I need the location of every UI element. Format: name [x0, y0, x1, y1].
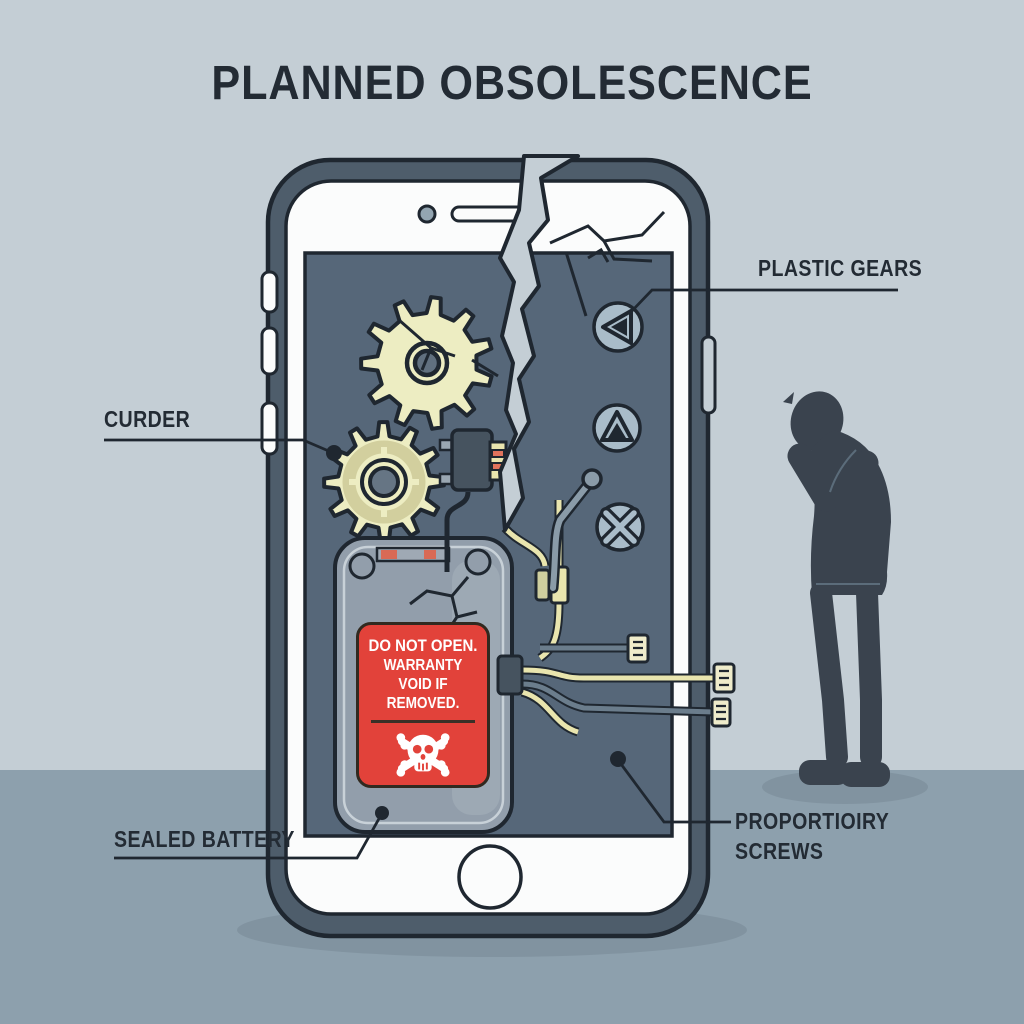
triangle-up-screw	[592, 403, 642, 453]
side-button-3	[260, 401, 279, 456]
person-front-foot	[799, 760, 849, 785]
antenna-rod	[547, 468, 603, 594]
person-arm-line	[829, 449, 857, 493]
side-button-1	[260, 270, 279, 314]
screen-crack	[498, 154, 666, 532]
leader-dot-sealed-battery	[375, 806, 389, 820]
callout-label-proprietary-line1: PROPORTIOIRY	[735, 808, 890, 834]
chip-pin-1	[491, 449, 505, 458]
small-gear-spokes	[349, 447, 419, 517]
callout-label-proprietary-line2: SCREWS	[735, 838, 824, 864]
page-title: PLANNED OBSOLESCENCE	[211, 57, 813, 110]
person-arm	[787, 443, 879, 512]
chip-tab-bottom	[438, 472, 454, 486]
crack-branch-lines	[549, 210, 666, 317]
battery-strip-cell-1	[381, 550, 397, 559]
battery-crack	[409, 576, 478, 633]
callout-label-proprietary-screws: PROPORTIOIRY SCREWS	[735, 806, 889, 866]
chip-tab-top	[438, 438, 454, 452]
person-hair	[783, 392, 794, 404]
cross-screw	[595, 502, 645, 552]
leader-lines	[104, 288, 898, 860]
sticker-divider	[371, 720, 475, 724]
facepalming-person-silhouette	[783, 391, 891, 787]
front-camera	[417, 204, 437, 224]
power-button	[700, 335, 717, 415]
person-back-foot	[840, 762, 890, 787]
wire-end-connector-3	[710, 697, 732, 728]
callout-label-curder: CURDER	[104, 406, 191, 432]
home-button	[457, 844, 523, 910]
crack-gap	[498, 154, 580, 532]
yellow-wire-a	[503, 526, 548, 567]
leader-sealed-battery	[114, 814, 383, 860]
person-back-leg	[856, 582, 882, 768]
battery-screw-left	[348, 552, 376, 580]
leader-dot-proprietary-screws	[610, 751, 626, 767]
callout-label-sealed-battery: SEALED BATTERY	[114, 826, 295, 852]
chip-body	[450, 428, 494, 492]
battery-screw-right	[464, 548, 492, 576]
yellow-wire-d	[521, 689, 579, 735]
leader-curder	[104, 438, 332, 454]
rod-ball	[581, 468, 603, 490]
battery-strip-cell-2	[424, 550, 436, 559]
person-front-leg	[810, 582, 848, 768]
proprietary-screws	[592, 301, 645, 552]
inline-connector-a	[534, 568, 551, 602]
dark-wire	[444, 491, 471, 572]
skull-crossbones-icon	[396, 733, 450, 778]
warning-sticker: DO NOT OPEN. WARRANTY VOID IF REMOVED.	[356, 622, 490, 788]
large-gear-crack	[398, 318, 499, 378]
wire-end-connector-2	[712, 662, 736, 694]
yellow-wire-c	[521, 667, 716, 681]
sticker-line-3: VOID IF REMOVED.	[386, 675, 460, 712]
small-gear-hole	[368, 466, 400, 498]
plastic-gears	[322, 295, 499, 544]
sticker-line-2: WARRANTY	[383, 656, 463, 674]
wire-end-connector-1	[626, 633, 650, 664]
side-button-2	[260, 326, 279, 376]
leader-proprietary-screws	[616, 759, 731, 824]
gray-wire-2	[521, 681, 715, 715]
callout-label-plastic-gears: PLASTIC GEARS	[758, 255, 923, 281]
junction-block	[496, 654, 524, 696]
triangle-left-screw	[592, 301, 644, 353]
leader-dot-curder	[326, 445, 342, 461]
sticker-line-1: DO NOT OPEN.	[368, 636, 478, 655]
leader-plastic-gears	[628, 288, 898, 314]
